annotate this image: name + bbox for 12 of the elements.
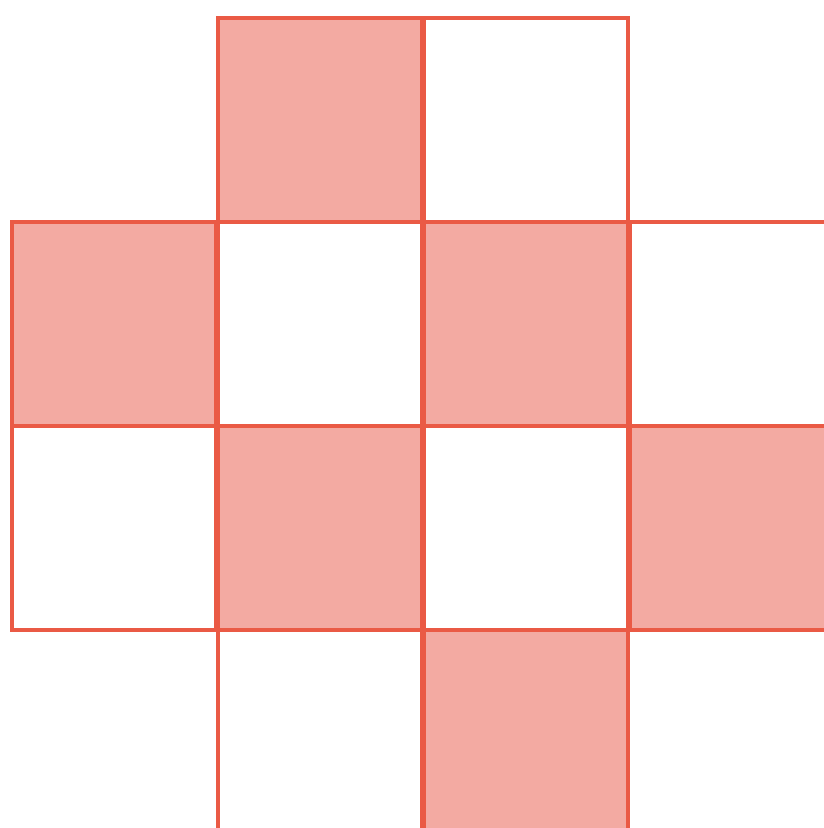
shaded-square (422, 220, 630, 428)
shaded-square (216, 16, 424, 224)
blank-square (216, 628, 424, 828)
blank-square (422, 16, 630, 224)
blank-square (422, 424, 630, 632)
shaded-square (216, 424, 424, 632)
blank-square (10, 424, 218, 632)
shaded-square (422, 628, 630, 828)
blank-square (628, 220, 824, 428)
shaded-square (10, 220, 218, 428)
shaded-square (628, 424, 824, 632)
blank-square (216, 220, 424, 428)
